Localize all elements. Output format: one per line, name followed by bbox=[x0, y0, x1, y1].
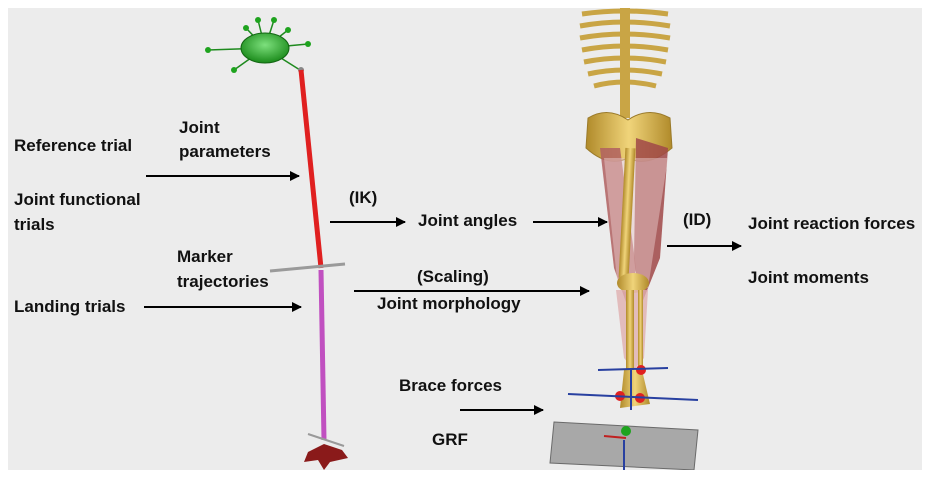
label-joint-moments: Joint moments bbox=[748, 267, 869, 289]
foot-marker bbox=[304, 434, 348, 470]
thigh-segment bbox=[301, 70, 321, 268]
label-brace-forces: Brace forces bbox=[399, 375, 502, 397]
pelvis-marker-cluster bbox=[205, 17, 311, 73]
label-joint-reaction-forces: Joint reaction forces bbox=[748, 213, 915, 235]
label-landing-trials: Landing trials bbox=[14, 296, 125, 318]
label-reference-trial: Reference trial bbox=[14, 135, 132, 157]
label-joint-parameters-2: parameters bbox=[179, 141, 271, 163]
label-id: (ID) bbox=[683, 209, 711, 231]
label-joint-functional-2: trials bbox=[14, 214, 55, 236]
scene-graphics bbox=[8, 8, 922, 470]
shank-segment bbox=[321, 270, 324, 440]
label-joint-morphology: Joint morphology bbox=[377, 293, 521, 315]
label-joint-angles: Joint angles bbox=[418, 210, 517, 232]
skeleton-model bbox=[550, 8, 698, 470]
label-scaling: (Scaling) bbox=[417, 266, 489, 288]
label-ik: (IK) bbox=[349, 187, 377, 209]
label-grf: GRF bbox=[432, 429, 468, 451]
force-plate bbox=[550, 422, 698, 470]
knee-axis bbox=[270, 264, 345, 271]
diagram-canvas: Reference trial Joint parameters Joint f… bbox=[8, 8, 922, 470]
label-joint-functional-1: Joint functional bbox=[14, 189, 141, 211]
label-marker-trajectories-1: Marker bbox=[177, 246, 233, 268]
label-joint-parameters-1: Joint bbox=[179, 117, 220, 139]
marker-model bbox=[205, 17, 348, 470]
label-marker-trajectories-2: trajectories bbox=[177, 271, 269, 293]
